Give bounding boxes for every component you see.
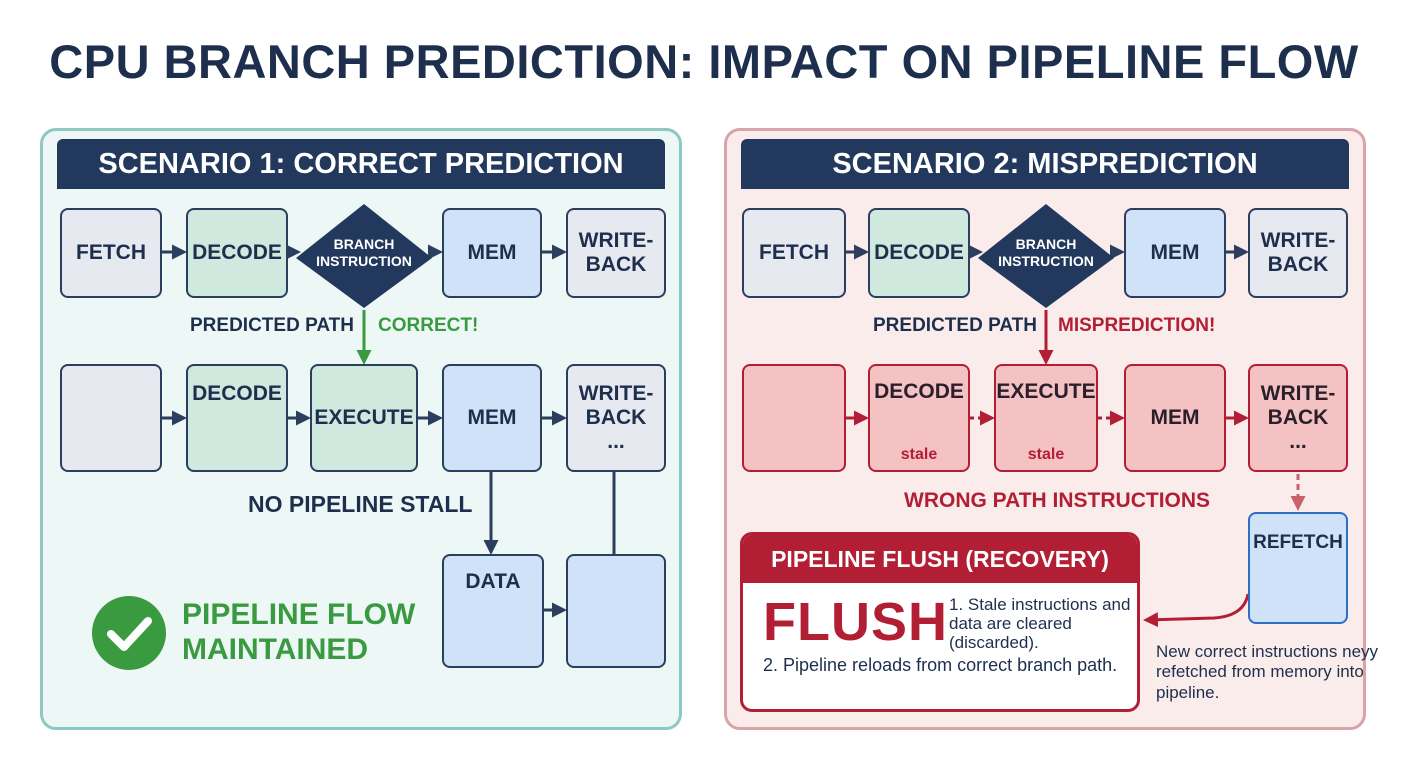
misprediction-label: MISPREDICTION! xyxy=(1058,315,1216,336)
register-box xyxy=(566,554,666,668)
refetch-box: REFETCH xyxy=(1248,512,1348,624)
page-title: CPU BRANCH PREDICTION: IMPACT ON PIPELIN… xyxy=(49,35,1359,88)
stage-fetch-mid-2 xyxy=(742,364,846,472)
stage-decode-1: DECODE xyxy=(186,208,288,298)
scenario2-header: SCENARIO 2: MISPREDICTION xyxy=(741,139,1349,189)
stale-label-execute: stale xyxy=(1027,446,1065,464)
no-pipeline-stall-label: NO PIPELINE STALL xyxy=(248,491,473,517)
stage-writeback-1: WRITE-BACK xyxy=(566,208,666,298)
stage-fetch-2: FETCH xyxy=(742,208,846,298)
stage-fetch-1: FETCH xyxy=(60,208,162,298)
pipeline-flush-panel: PIPELINE FLUSH (RECOVERY) FLUSH 1. Stale… xyxy=(740,532,1140,712)
stage-mem-1: MEM xyxy=(442,208,542,298)
stage-writeback-mid-2: WRITE-BACK... xyxy=(1248,364,1348,472)
stage-fetch-mid-1 xyxy=(60,364,162,472)
wrong-path-label: WRONG PATH INSTRUCTIONS xyxy=(904,489,1211,512)
scenario1-header: SCENARIO 1: CORRECT PREDICTION xyxy=(57,139,665,189)
stage-writeback-2: WRITE-BACK xyxy=(1248,208,1348,298)
stage-decode-2: DECODE xyxy=(868,208,970,298)
refetch-note: New correct instructions neyy refetched … xyxy=(1156,642,1379,702)
predicted-path-label-2: PREDICTED PATH xyxy=(873,315,1037,336)
pipeline-flush-header: PIPELINE FLUSH (RECOVERY) xyxy=(743,535,1137,583)
stale-label-decode: stale xyxy=(900,446,938,464)
data-box: DATA xyxy=(442,554,544,668)
predicted-path-label-1: PREDICTED PATH xyxy=(190,315,354,336)
flush-step-1: 1. Stale instructions and data are clear… xyxy=(949,595,1131,653)
correct-label: CORRECT! xyxy=(378,315,479,336)
flush-step-2: 2. Pipeline reloads from correct branch … xyxy=(763,655,1118,675)
stage-decode-mid-1: DECODE xyxy=(186,364,288,472)
stage-writeback-mid-1: WRITE-BACK... xyxy=(566,364,666,472)
stage-mem-mid-2: MEM xyxy=(1124,364,1226,472)
stage-execute-1: EXECUTE xyxy=(310,364,418,472)
stage-mem-mid-1: MEM xyxy=(442,364,542,472)
flush-word: FLUSH xyxy=(763,592,948,652)
stage-mem-2: MEM xyxy=(1124,208,1226,298)
